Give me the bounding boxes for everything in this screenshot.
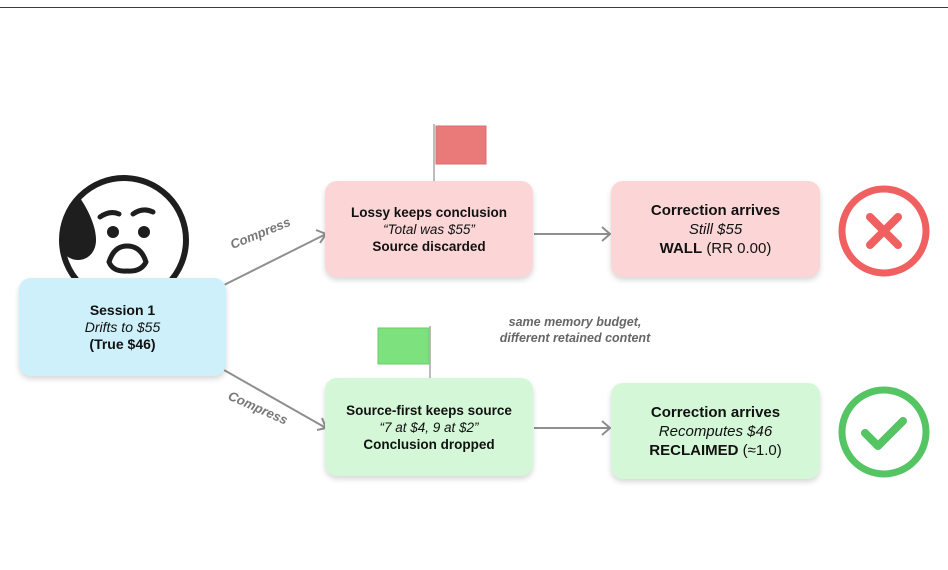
source-result-title: Correction arrives [650,403,781,421]
lossy-box: Lossy keeps conclusion “Total was $55” S… [325,181,533,277]
lossy-result-verdict: WALL [659,239,703,257]
source-title: Source-first keeps source [346,402,512,418]
source-box: Source-first keeps source “7 at $4, 9 at… [325,378,533,476]
red-flag-icon [433,124,487,182]
source-status: Conclusion dropped [363,436,495,452]
budget-note-line1: same memory budget, [508,315,642,329]
top-rule [0,7,948,8]
source-result-verdict: RECLAIMED [649,441,739,459]
budget-note: same memory budget, different retained c… [480,314,670,346]
lossy-quote: “Total was $55” [383,221,475,237]
lossy-result-line: Still $55 [688,220,743,238]
lossy-title: Lossy keeps conclusion [350,204,508,220]
session-truth: (True $46) [89,335,156,352]
budget-note-line2: different retained content [499,331,651,345]
success-check-icon [838,386,930,478]
source-result-score: (≈1.0) [742,441,782,459]
session-title: Session 1 [89,301,156,318]
stressed-face-icon [59,175,189,305]
lossy-result-score: (RR 0.00) [706,239,772,257]
fail-x-icon [838,185,930,277]
lossy-status: Source discarded [372,238,486,254]
lossy-result-title: Correction arrives [650,201,781,219]
session-box: Session 1 Drifts to $55 (True $46) [19,278,226,376]
source-result-line: Recomputes $46 [658,422,773,440]
source-result-verdict-row: RECLAIMED (≈1.0) [649,441,781,460]
source-quote: “7 at $4, 9 at $2” [379,419,479,435]
session-drift: Drifts to $55 [84,318,161,335]
lossy-result-box: Correction arrives Still $55 WALL (RR 0.… [611,181,820,277]
lossy-result-verdict-row: WALL (RR 0.00) [660,239,772,258]
source-result-box: Correction arrives Recomputes $46 RECLAI… [611,383,820,479]
green-flag-icon [377,326,431,378]
